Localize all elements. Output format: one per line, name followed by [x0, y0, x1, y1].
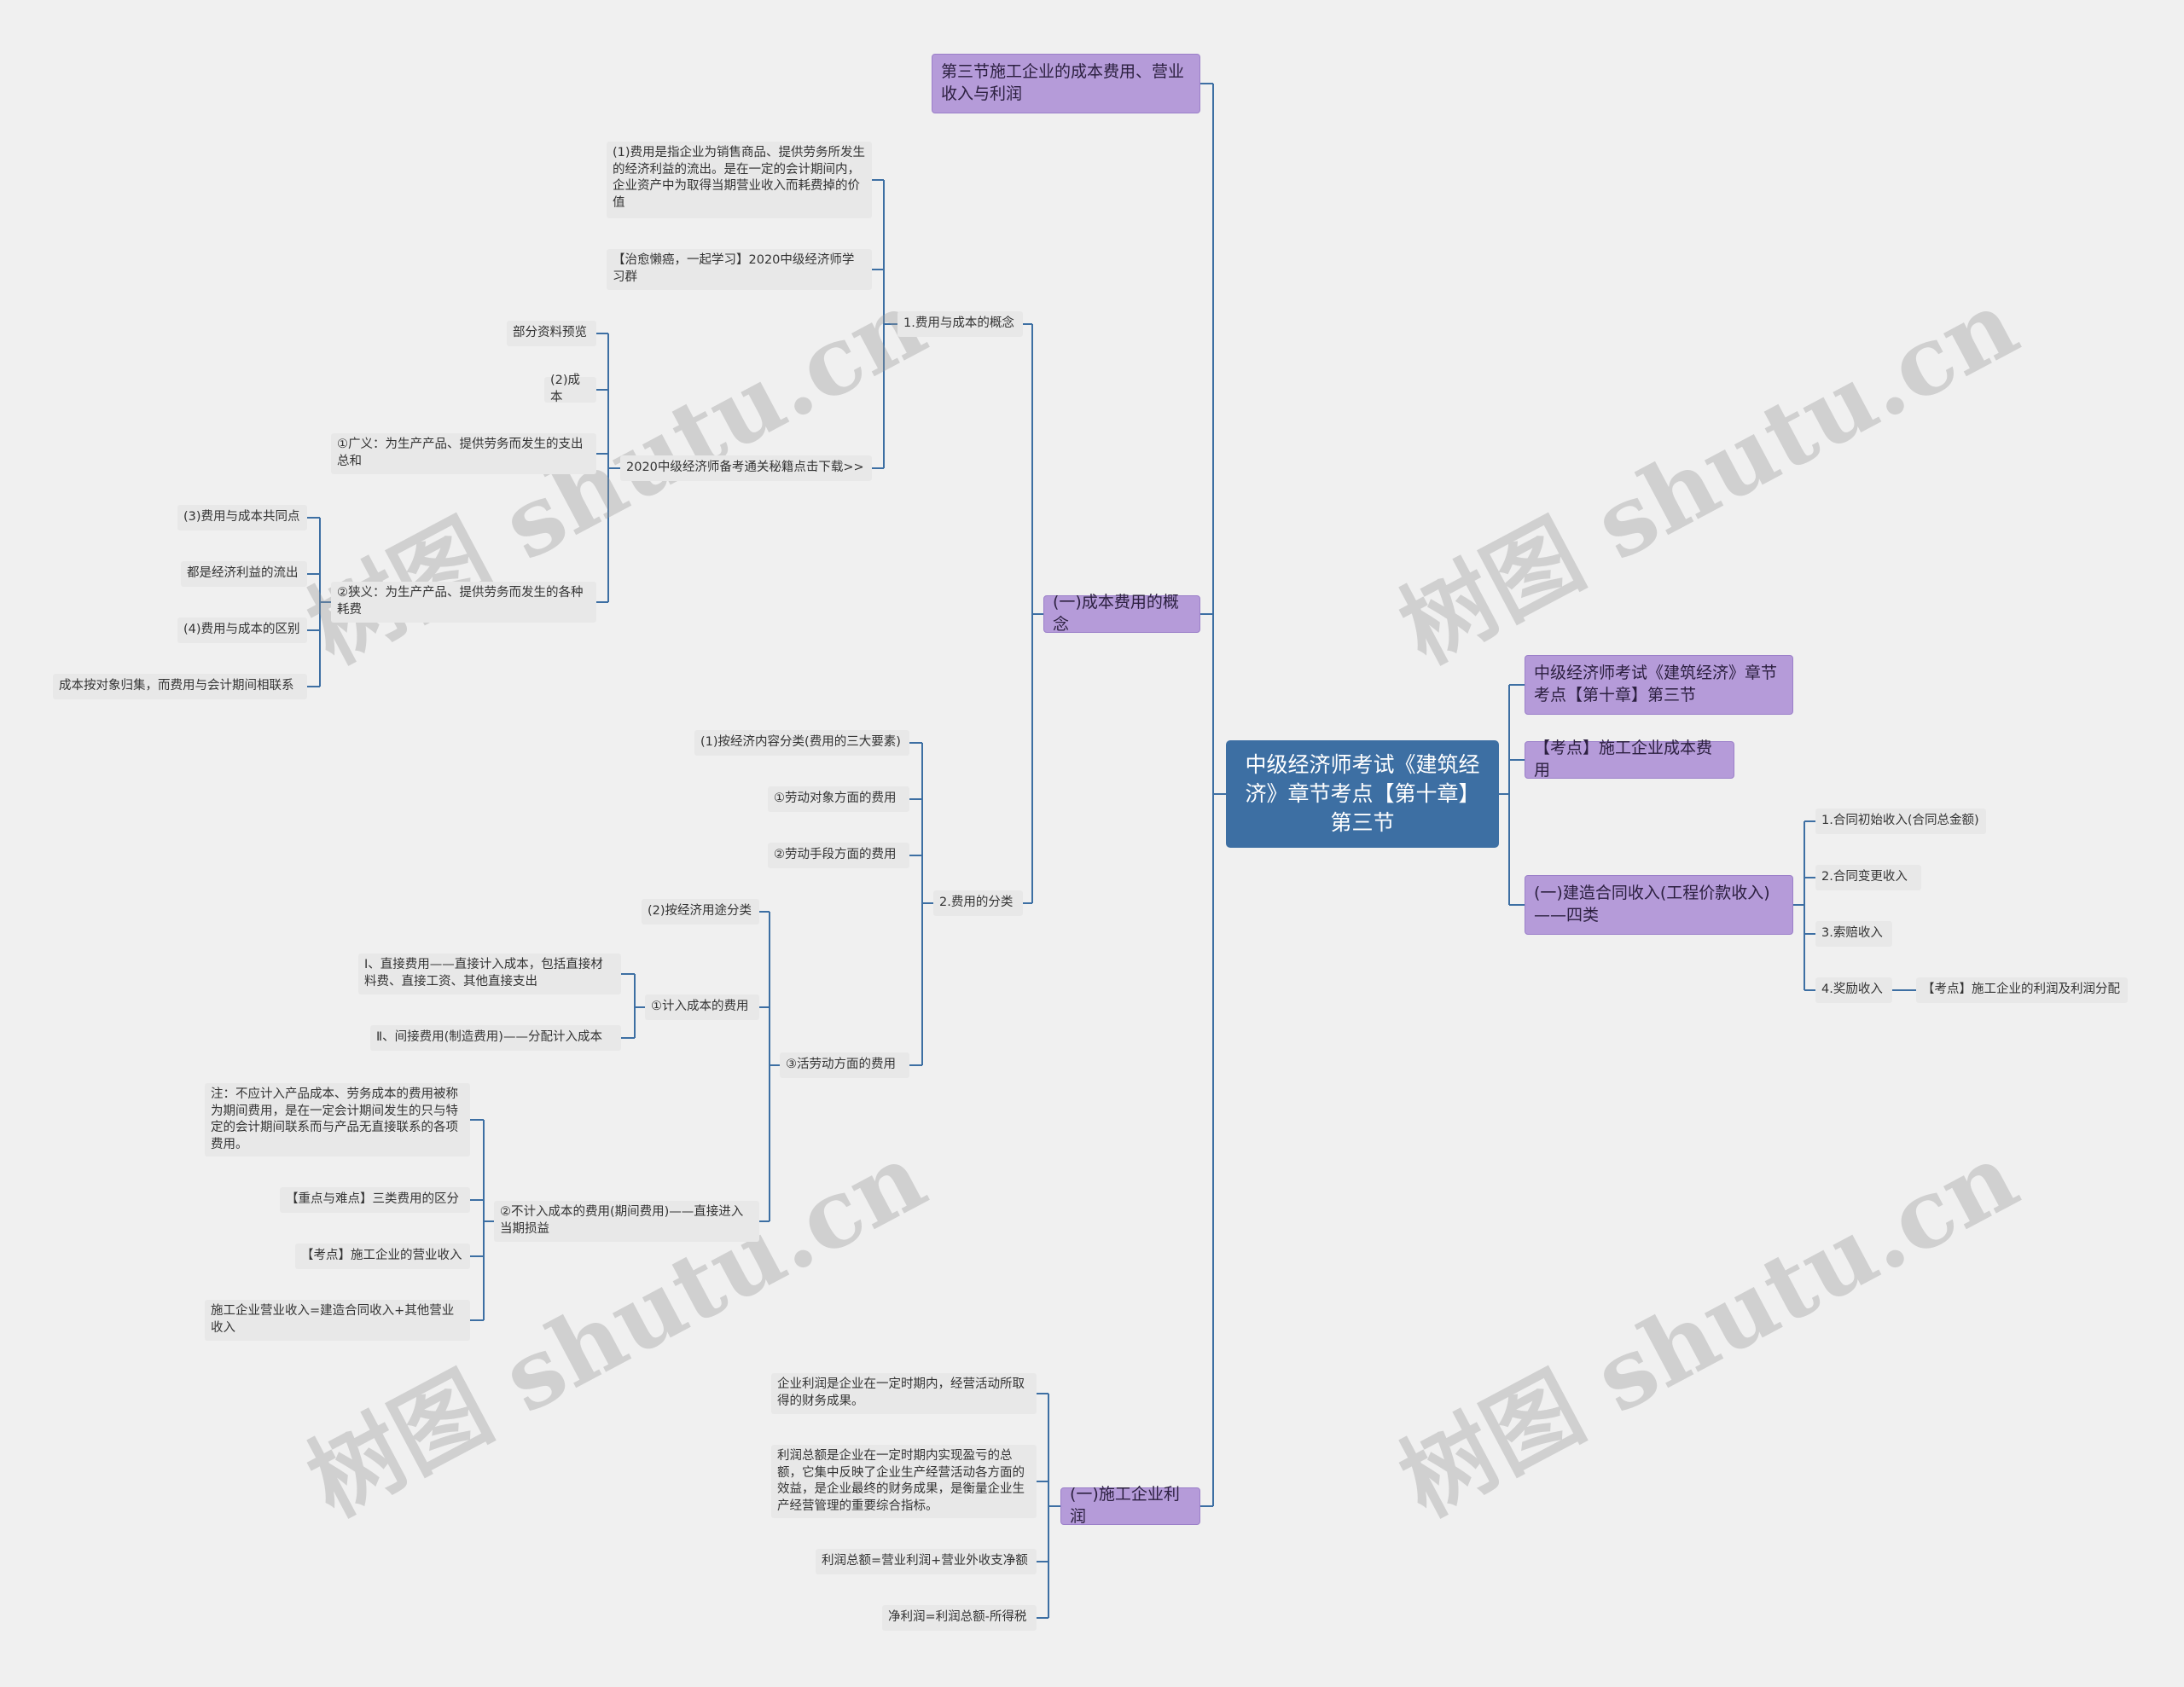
- node-total-profit[interactable]: 利润总额是企业在一定时期内实现盈亏的总额，它集中反映了企业生产经营活动各方面的效…: [771, 1445, 1037, 1518]
- node-labor-object-cost[interactable]: ①劳动对象方面的费用: [768, 786, 909, 812]
- connector: [307, 517, 331, 687]
- branch-contract-revenue[interactable]: (一)建造合同收入(工程价款收入)——四类: [1525, 875, 1793, 935]
- node-expense-definition[interactable]: (1)费用是指企业为销售商品、提供劳务所发生的经济利益的流出。是在一定的会计期间…: [607, 142, 872, 218]
- node-cost-classification[interactable]: 2.费用的分类: [933, 890, 1023, 916]
- connector: [1037, 1393, 1060, 1619]
- root-topic[interactable]: 中级经济师考试《建筑经济》章节考点【第十章】第三节: [1226, 740, 1499, 848]
- connector: [470, 1119, 494, 1321]
- node-period-expense-note[interactable]: 注：不应计入产品成本、劳务成本的费用被称为期间费用，是在一定会计期间发生的只与特…: [205, 1083, 470, 1157]
- node-revenue-formula[interactable]: 施工企业营业收入=建造合同收入+其他营业收入: [205, 1300, 470, 1341]
- node-costed-expenses[interactable]: ①计入成本的费用: [645, 994, 759, 1020]
- node-operating-revenue[interactable]: 【考点】施工企业的营业收入: [295, 1244, 470, 1269]
- branch-section-title[interactable]: 第三节施工企业的成本费用、营业收入与利润: [932, 54, 1200, 113]
- node-differences[interactable]: (4)费用与成本的区别: [177, 617, 307, 643]
- node-by-economic-use[interactable]: (2)按经济用途分类: [642, 899, 759, 925]
- node-download-link[interactable]: 2020中级经济师备考通关秘籍点击下载>>: [620, 455, 872, 481]
- node-net-profit-formula[interactable]: 净利润=利润总额-所得税: [882, 1605, 1037, 1631]
- branch-cost-keypoint[interactable]: 【考点】施工企业成本费用: [1525, 739, 1734, 780]
- node-preview[interactable]: 部分资料预览: [507, 321, 596, 346]
- node-study-group[interactable]: 【治愈懒癌，一起学习】2020中级经济师学习群: [607, 249, 872, 290]
- node-change-revenue[interactable]: 2.合同变更收入: [1815, 865, 1921, 890]
- node-claim-revenue[interactable]: 3.索赔收入: [1815, 921, 1892, 947]
- connector: [1499, 684, 1525, 906]
- node-cost-vs-expense[interactable]: 成本按对象归集，而费用与会计期间相联系: [53, 674, 307, 699]
- branch-cost-concept[interactable]: (一)成本费用的概念: [1043, 593, 1200, 634]
- node-economic-outflow[interactable]: 都是经济利益的流出: [181, 561, 307, 587]
- connector: [1793, 820, 1815, 991]
- connector: [621, 973, 645, 1039]
- node-common-points[interactable]: (3)费用与成本共同点: [177, 505, 307, 530]
- node-total-profit-formula[interactable]: 利润总额=营业利润+营业外收支净额: [816, 1549, 1037, 1574]
- node-cost-broad[interactable]: ①广义：为生产产品、提供劳务而发生的支出总和: [331, 433, 596, 474]
- connector: [759, 911, 780, 1222]
- node-direct-costs[interactable]: Ⅰ、直接费用——直接计入成本，包括直接材料费、直接工资、其他直接支出: [358, 954, 621, 994]
- connector: [1200, 83, 1226, 1507]
- node-living-labor-cost[interactable]: ③活劳动方面的费用: [780, 1052, 909, 1078]
- node-cost[interactable]: (2)成本: [544, 374, 596, 404]
- node-cost-narrow[interactable]: ②狭义：为生产产品、提供劳务而发生的各种耗费: [331, 582, 596, 623]
- connector: [872, 179, 897, 469]
- connector: [909, 742, 933, 1066]
- node-incentive-revenue[interactable]: 4.奖励收入: [1815, 977, 1892, 1003]
- node-period-expenses[interactable]: ②不计入成本的费用(期间费用)——直接进入当期损益: [494, 1201, 759, 1242]
- connector: [1023, 323, 1043, 904]
- node-indirect-costs[interactable]: Ⅱ、间接费用(制造费用)——分配计入成本: [370, 1025, 621, 1051]
- branch-enterprise-profit[interactable]: (一)施工企业利润: [1060, 1485, 1200, 1526]
- node-labor-means-cost[interactable]: ②劳动手段方面的费用: [768, 843, 909, 868]
- node-by-economic-content[interactable]: (1)按经济内容分类(费用的三大要素): [694, 730, 909, 756]
- node-initial-contract-revenue[interactable]: 1.合同初始收入(合同总金额): [1815, 809, 1986, 834]
- node-key-difficulty[interactable]: 【重点与难点】三类费用的区分: [280, 1187, 470, 1213]
- node-profit-distribution[interactable]: 【考点】施工企业的利润及利润分配: [1916, 977, 2128, 1003]
- node-cost-concept-definition[interactable]: 1.费用与成本的概念: [897, 311, 1023, 337]
- connector: [596, 333, 620, 603]
- node-profit-definition[interactable]: 企业利润是企业在一定时期内，经营活动所取得的财务成果。: [771, 1373, 1037, 1414]
- branch-exam-title[interactable]: 中级经济师考试《建筑经济》章节考点【第十章】第三节: [1525, 655, 1793, 715]
